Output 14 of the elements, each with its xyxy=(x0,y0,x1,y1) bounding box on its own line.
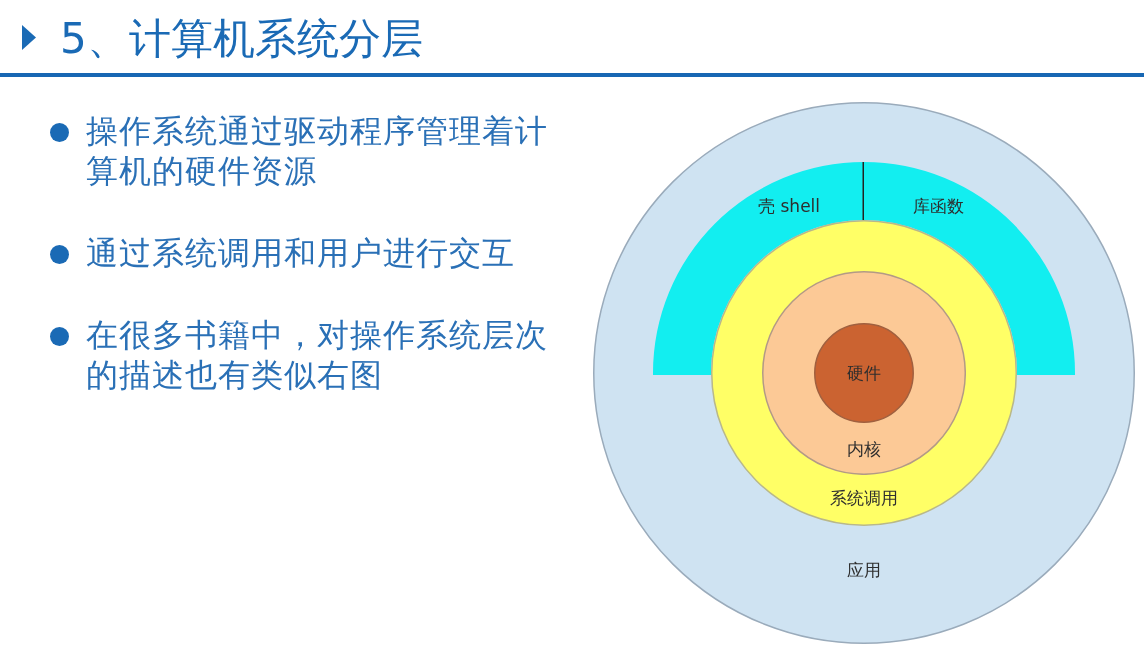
slide-title: 5、计算机系统分层 xyxy=(60,13,423,65)
ring-circle xyxy=(711,220,1017,526)
layer-label: 内核 xyxy=(846,438,881,459)
bullet-text: 操作系统通过驱动程序管理着计算机的硬件资源 xyxy=(86,111,549,191)
core-circle xyxy=(814,323,914,423)
layer-label: 硬件 xyxy=(846,362,881,383)
layer-label: 系统调用 xyxy=(830,488,898,508)
layer-label: 库函数 xyxy=(913,196,965,217)
bullet-text: 通过系统调用和用户进行交互 xyxy=(86,233,516,273)
layer-label: 壳 shell xyxy=(758,196,821,217)
bullet-text: 在很多书籍中，对操作系统层次的描述也有类似右图 xyxy=(86,315,549,395)
layer-label: 应用 xyxy=(847,560,881,580)
outer-circle xyxy=(593,102,1135,644)
ring-circle xyxy=(761,270,966,475)
